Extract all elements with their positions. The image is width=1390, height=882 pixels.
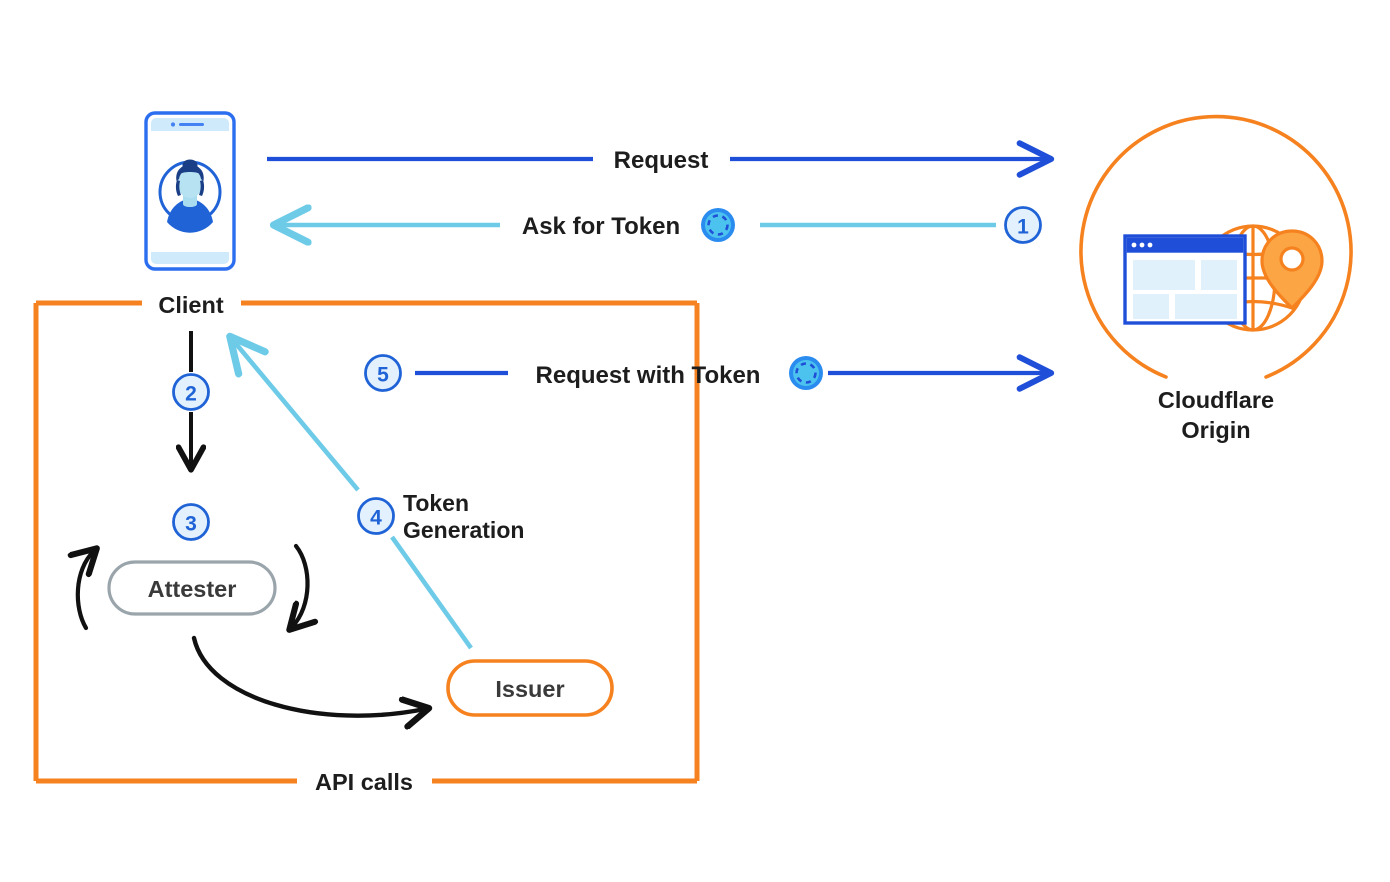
privacy-pass-token-icon xyxy=(701,208,735,242)
api-calls-label: API calls xyxy=(315,769,413,795)
step-badge-1-number: 1 xyxy=(1017,216,1029,239)
browser-window-icon xyxy=(1123,234,1247,325)
flow-ask-for-token: Ask for Token 1 xyxy=(277,206,1042,244)
flow-ask-for-token-label: Ask for Token xyxy=(522,213,680,240)
step-badge-4-number: 4 xyxy=(370,507,382,530)
attester-node: Attester xyxy=(107,560,277,616)
origin-label-line1: Cloudflare xyxy=(1158,387,1274,413)
attester-label: Attester xyxy=(148,576,237,602)
user-avatar-icon xyxy=(158,159,222,233)
token-generation-label-line1: Token xyxy=(403,490,469,516)
issuer-label: Issuer xyxy=(495,676,564,702)
step-badge-5: 5 xyxy=(364,354,402,392)
attester-to-issuer-arrow xyxy=(191,635,425,716)
flow-request: Request xyxy=(267,140,1055,178)
step-badge-4: 4 xyxy=(357,497,395,535)
flow-request-with-token: 5 Request with Token xyxy=(364,354,1055,392)
step-badge-1: 1 xyxy=(1004,206,1042,244)
step-badge-2: 2 xyxy=(172,373,210,411)
step-badge-3: 3 xyxy=(172,503,210,541)
step-badge-2-number: 2 xyxy=(185,383,197,406)
flow-request-with-token-label: Request with Token xyxy=(536,362,761,389)
origin-label-line2: Origin xyxy=(1181,417,1250,443)
attester-loop-left-arrow xyxy=(78,551,94,631)
issuer-node: Issuer xyxy=(446,659,614,717)
privacy-pass-token-icon-2 xyxy=(789,356,823,390)
flow-client-to-attester: 2 xyxy=(172,331,210,466)
flow-request-label: Request xyxy=(614,147,709,174)
attester-loop-right-arrow xyxy=(292,543,308,627)
step-badge-5-number: 5 xyxy=(377,364,389,387)
step-badge-3-number: 3 xyxy=(185,513,197,536)
flow-token-generation: 4 Token Generation xyxy=(232,339,524,650)
client-api-boundary xyxy=(33,300,700,784)
map-pin-icon xyxy=(1260,229,1324,310)
token-generation-label-line2: Generation xyxy=(403,517,524,543)
client-label: Client xyxy=(158,292,223,318)
cloudflare-origin-icon xyxy=(1079,114,1353,379)
